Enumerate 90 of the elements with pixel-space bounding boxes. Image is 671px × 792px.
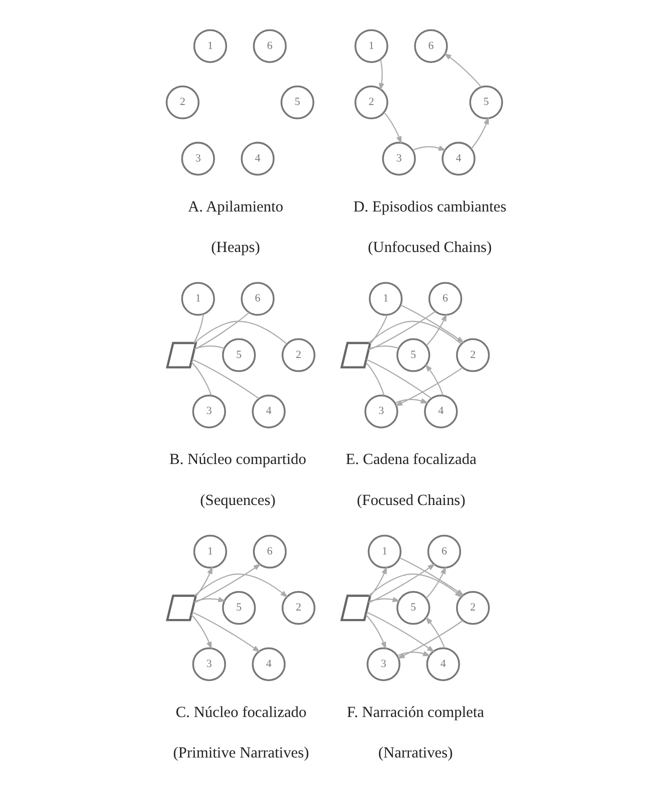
arrow <box>194 564 262 604</box>
arrow <box>365 614 386 650</box>
arrow <box>366 612 435 652</box>
label: (Focused Chains) <box>356 492 466 509</box>
label: (Primitive Narratives) <box>173 744 310 762</box>
connector <box>366 358 432 399</box>
node-circle: 1 <box>354 29 388 63</box>
arrow <box>425 616 446 648</box>
node-parallelogram <box>166 594 198 622</box>
arrow <box>368 596 400 602</box>
connector <box>370 314 388 344</box>
node-circle: 1 <box>181 282 215 316</box>
arrow <box>412 146 446 151</box>
label: (Heaps) <box>211 239 260 256</box>
connector <box>368 320 462 344</box>
arrow <box>426 566 446 599</box>
node-circle: 3 <box>382 142 416 176</box>
connector <box>191 362 212 396</box>
node-circle: 2 <box>282 591 316 625</box>
label: A. Apilamiento <box>188 198 284 216</box>
arrow <box>195 566 213 597</box>
node-circle: 5 <box>396 591 430 625</box>
node-parallelogram <box>340 342 372 368</box>
connector <box>368 310 436 350</box>
node-circle: 3 <box>192 394 226 428</box>
arrow <box>192 612 260 652</box>
label: (Sequences) <box>200 492 276 509</box>
node-circle: 2 <box>456 338 490 372</box>
node-circle: 1 <box>368 534 402 569</box>
node-circle: 6 <box>252 29 287 63</box>
node-circle: 6 <box>252 534 287 569</box>
node-circle: 2 <box>282 338 316 372</box>
node-circle: 4 <box>252 647 286 682</box>
arrow <box>368 564 436 604</box>
label: C. Núcleo focalizado <box>176 704 307 721</box>
node-parallelogram <box>340 594 372 622</box>
node-circle: 6 <box>414 29 448 63</box>
label: E. Cadena focalizada <box>346 451 476 468</box>
arrow <box>194 596 226 602</box>
node-circle: 2 <box>166 86 200 120</box>
node-circle: 6 <box>240 282 275 316</box>
node-circle: 3 <box>181 142 215 176</box>
connector <box>366 362 385 396</box>
connector <box>194 346 224 350</box>
node-circle: 1 <box>193 534 228 569</box>
node-circle: 2 <box>354 86 388 120</box>
node-circle: 2 <box>456 591 490 625</box>
node-circle: 5 <box>396 338 430 372</box>
node-parallelogram <box>166 342 198 368</box>
label: (Unfocused Chains) <box>368 239 492 256</box>
label: (Narratives) <box>378 744 453 762</box>
label: D. Episodios cambiantes <box>353 198 506 216</box>
node-circle: 5 <box>469 86 504 120</box>
label: B. Núcleo compartido <box>169 451 306 468</box>
connector <box>192 358 260 400</box>
arrow <box>425 364 444 396</box>
node-circle: 4 <box>252 394 286 428</box>
connector <box>368 346 399 350</box>
arrow <box>395 398 429 404</box>
node-circle: 4 <box>424 394 458 428</box>
connector <box>194 320 288 344</box>
arrow <box>397 651 431 656</box>
arrow <box>378 60 384 91</box>
node-circle: 5 <box>222 338 256 372</box>
arrow <box>400 304 464 344</box>
node-circle: 3 <box>192 647 226 682</box>
node-circle: 4 <box>426 647 460 682</box>
node-circle: 1 <box>368 282 403 316</box>
arrow <box>470 116 489 150</box>
node-circle: 6 <box>428 282 462 316</box>
node-circle: 5 <box>222 591 256 625</box>
node-circle: 4 <box>240 142 275 176</box>
arrow <box>194 574 288 598</box>
connector <box>194 312 250 350</box>
arrow <box>384 112 402 144</box>
label: F. Narración completa <box>346 704 484 721</box>
arrow <box>426 314 447 346</box>
connector <box>193 314 204 344</box>
node-circle: 4 <box>442 142 476 176</box>
node-circle: 3 <box>366 647 400 682</box>
node-circle: 5 <box>280 86 314 120</box>
arrow <box>368 574 462 598</box>
node-circle: 1 <box>193 29 228 63</box>
arrow <box>191 614 212 650</box>
arrow <box>394 367 463 406</box>
node-circle: 6 <box>427 534 462 569</box>
arrow <box>370 566 387 597</box>
arrow <box>444 52 482 88</box>
arrow <box>397 620 464 659</box>
node-circle: 3 <box>364 394 398 428</box>
